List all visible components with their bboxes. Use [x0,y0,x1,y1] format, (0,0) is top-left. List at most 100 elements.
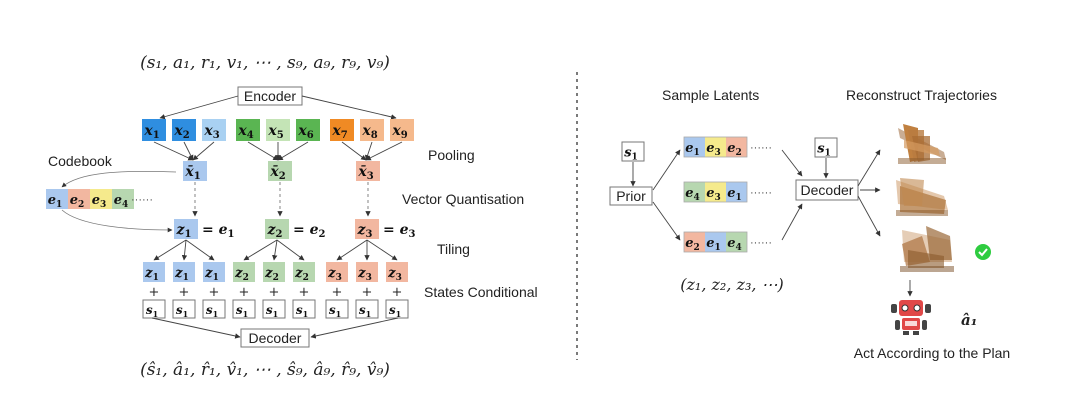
plus-sign-1: + [149,285,160,300]
encoder-label: Encoder [244,88,296,104]
state-token-2-text: s1 [176,303,188,319]
quantised-token-3-text: z3 [357,222,373,240]
pooled-token-3: x̄3 [356,161,380,182]
prior-edges [652,149,681,241]
latent-row-1-token-1: e1 [684,137,705,158]
pooled-tokens: x̄1 x̄2 x̄3 [153,141,403,182]
plus-sign-8: + [362,285,373,300]
latent-row-2-token-2: e3 [705,182,726,203]
latent-row-3-token-2: e1 [705,232,726,253]
plus-sign-9: + [392,285,403,300]
plus-signs: +++++++++ [149,285,403,300]
state-token-5: s1 [262,299,286,319]
rows-to-decoder-edges [781,149,803,241]
decoder-box-left [240,328,310,348]
x-token-4: x4 [236,119,260,141]
tiled-token-6-text: z2 [294,266,309,283]
x-token-4-text: x4 [237,123,253,141]
decoder-input-state-text: s1 [817,142,831,159]
tiled-token-9-text: z3 [387,266,402,283]
tiled-token-4: z2 [233,262,255,283]
tiling-edges [153,239,398,261]
codebook-entry-2-text: e2 [70,193,85,210]
pooled-token-3-text: x̄3 [357,164,373,182]
plus-sign-5: + [269,285,280,300]
x-token-7: x7 [330,119,354,141]
input-tuple: (s₁, a₁, r₁, v₁, ⋯ , s₉, a₉, r₉, v₉) [140,53,390,73]
quantised-eq-1: = e1 [202,222,234,240]
decoder-edges-left [151,317,399,339]
state-token-4: s1 [232,299,256,319]
sample-latents-label: Sample Latents [662,87,759,103]
x-token-8-text: x8 [361,123,377,141]
state-token-9-text: s1 [389,303,401,319]
prior-input-state-text: s1 [624,146,638,163]
x-token-3-text: x3 [203,123,219,141]
codebook-entry-1-text: e1 [48,193,63,210]
state-token-6: s1 [292,299,316,319]
latent-row-2-token-1-text: e4 [685,186,700,203]
decoder-label-right: Decoder [801,182,854,198]
tiled-token-3: z1 [203,262,225,283]
x-token-7-text: x7 [331,123,347,141]
quantised-token-2-text: z2 [267,222,283,240]
latent-row-1-token-2-text: e3 [706,141,721,158]
trajectory-image-3 [900,226,954,272]
state-token-4-text: s1 [236,303,248,319]
pooled-token-2: x̄2 [268,161,292,182]
codebook-ellipsis: ······ [131,194,153,206]
pooled-token-1-text: x̄1 [184,164,200,182]
tiling-label: Tiling [437,241,470,257]
state-token-7: s1 [325,299,349,319]
x-token-9-text: x9 [391,123,407,141]
codebook-entry-2: e2 [68,189,90,210]
right-state-token: s1 [621,141,645,163]
codebook-entry-4: e4 [112,189,134,210]
trajectory-image-1 [898,124,946,164]
codebook-label: Codebook [48,153,113,169]
latent-row-2-token-3: e1 [726,182,747,203]
quantised-eq-2: = e2 [293,222,326,240]
latent-row-3-token-1: e2 [684,232,705,253]
plus-sign-2: + [179,285,190,300]
codebook-entry-1: e1 [46,189,68,210]
robot-icon [891,300,931,335]
pooled-token-1: x̄1 [183,161,207,182]
latent-row-3-token-2-text: e1 [706,236,721,253]
codebook-edges [61,170,177,233]
state-token-3: s1 [202,299,226,319]
codebook-entry-3: e3 [90,189,112,210]
x-token-2: x2 [172,119,196,141]
encoder-edges [159,95,397,120]
tiled-token-7-text: z3 [327,266,342,283]
tiled-token-1: z1 [143,262,165,283]
output-tuple: (ŝ₁, â₁, r̂₁, v̂₁, ⋯ , ŝ₉, â₉, r̂₉, v̂₉) [140,360,390,380]
x-token-8: x8 [360,119,384,141]
pooling-label: Pooling [428,147,475,163]
reconstruct-label: Reconstruct Trajectories [846,87,997,103]
state-token-8-text: s1 [359,303,371,319]
state-token-6-text: s1 [296,303,308,319]
latent-row-3-token-1-text: e2 [685,236,700,253]
decoder-state-token: s1 [814,137,838,159]
decoder-box-right [795,179,859,201]
quantisation-edges [192,182,371,217]
tiled-token-6: z2 [293,262,315,283]
decoder-label-left: Decoder [249,330,302,346]
state-token-8: s1 [355,299,379,319]
codebook-entry-4-text: e4 [114,193,129,210]
latent-row-3-token-3: e4 [726,232,747,253]
tiled-token-5-text: z2 [264,266,279,283]
action-label: â₁ [961,311,977,329]
trajectory-image-2 [896,178,948,216]
latent-row-1-token-2: e3 [705,137,726,158]
vq-label: Vector Quantisation [402,191,524,207]
prior-label: Prior [616,188,646,204]
